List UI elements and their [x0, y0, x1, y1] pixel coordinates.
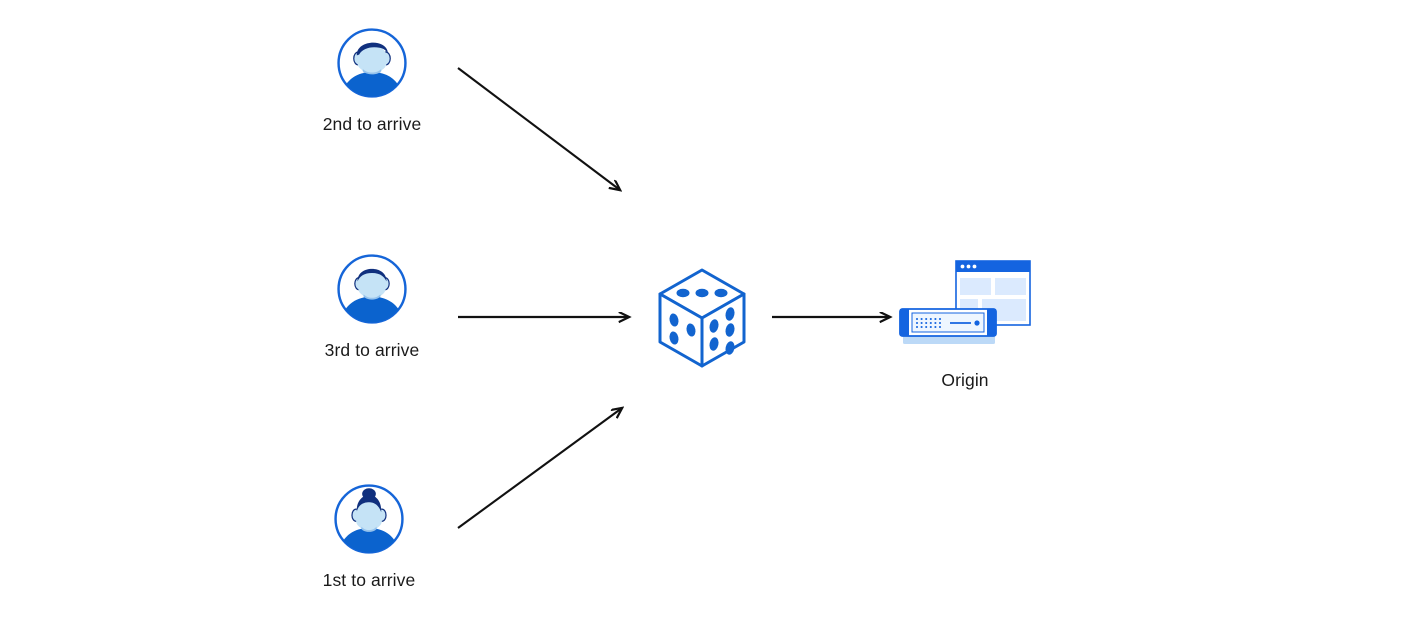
node-client-1st[interactable]: 1st to arrive [294, 481, 444, 591]
node-label: 2nd to arrive [322, 114, 422, 134]
node-label: Origin [941, 370, 989, 390]
edge-2nd-to-dice [457, 67, 620, 190]
dice-icon [652, 264, 752, 377]
user-avatar-icon [334, 251, 410, 327]
router-device-icon [898, 308, 997, 344]
node-label: 3rd to arrive [324, 340, 420, 360]
node-origin[interactable]: Origin [870, 257, 1060, 391]
node-randomizer[interactable] [652, 264, 752, 368]
user-avatar-icon [331, 481, 407, 557]
node-client-3rd[interactable]: 3rd to arrive [297, 251, 447, 361]
user-avatar-icon [334, 25, 410, 101]
edge-1st-to-dice [457, 408, 622, 529]
node-label: 1st to arrive [322, 570, 416, 590]
origin-server-icon [898, 257, 1033, 357]
node-client-2nd[interactable]: 2nd to arrive [297, 25, 447, 135]
